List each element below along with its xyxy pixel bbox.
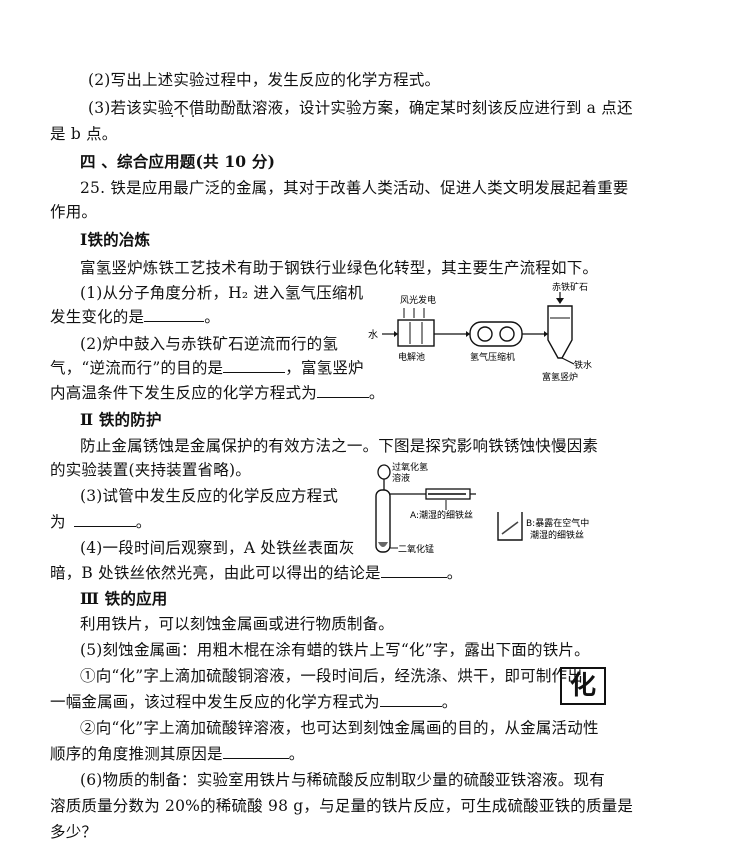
- rust-experiment-diagram: 过氧化氢 溶液 A:潮湿的细铁丝 二氧化锰 B:暴露在空气中 潮湿的细铁丝: [375, 461, 589, 555]
- label-hydrogen-peroxide: 过氧化氢: [392, 461, 428, 473]
- part2-intro-b: 的实验装置(夹持装置省略)。: [50, 461, 251, 479]
- emphasis-dots: ···: [170, 109, 202, 125]
- part3-q5-1-line-b: 一幅金属画，该过程中发生反应的化学方程式为。: [50, 692, 458, 711]
- answer-blank[interactable]: [316, 383, 369, 398]
- part3-q6-line-c: 多少？: [50, 823, 98, 841]
- part1-q2-line-b: 气，“逆流而行”的目的是，富氢竖炉: [50, 358, 364, 377]
- label-hematite-ore: 赤铁矿石: [552, 281, 588, 293]
- q2-line: (2)写出上述实验过程中，发生反应的化学方程式。: [88, 71, 441, 89]
- answer-blank[interactable]: [73, 512, 136, 527]
- label-manganese-dioxide: 二氧化锰: [398, 543, 434, 555]
- part2-q3-line-b: 为。: [50, 512, 152, 531]
- electrolyzer-box: [397, 319, 435, 347]
- label-b-line1: B:暴露在空气中: [526, 517, 589, 529]
- part2-intro-a: 防止金属锈蚀是金属保护的有效方法之一。下图是探究影响铁锈蚀快慢因素: [80, 437, 599, 455]
- part3-q5: (5)刻蚀金属画：用粗木棍在涂有蜡的铁片上写“化”字，露出下面的铁片。: [80, 641, 590, 659]
- label-water: 水: [368, 329, 378, 341]
- label-solution: 溶液: [392, 472, 410, 484]
- part2-q4-line-a: (4)一段时间后观察到，A 处铁丝表面灰: [80, 539, 355, 557]
- shaft-furnace-shape: [547, 305, 573, 359]
- part3-q5-2-line-b: 顺序的角度推测其原因是。: [50, 744, 305, 763]
- hua-character-box: 化: [560, 667, 606, 705]
- label-a-wet-wire: A:潮湿的细铁丝: [410, 509, 473, 521]
- q25-line-a: 25. 铁是应用最广泛的金属，其对于改善人类活动、促进人类文明发展起着重要: [80, 179, 629, 197]
- label-electrolyzer: 电解池: [398, 351, 425, 363]
- beaker-b: [497, 512, 523, 541]
- part-1-heading: Ⅰ铁的冶炼: [80, 230, 151, 249]
- answer-blank[interactable]: [144, 307, 205, 322]
- dropping-funnel: [377, 464, 391, 480]
- label-molten-iron: 铁水: [574, 359, 592, 371]
- part1-q1-line-a: (1)从分子角度分析，H₂ 进入氢气压缩机: [80, 284, 364, 302]
- hydrogen-furnace-diagram: 赤铁矿石 风光发电 水 电解池 氢气压缩机 铁水 富氢竖炉: [368, 281, 592, 383]
- label-wind-solar: 风光发电: [400, 294, 436, 306]
- q3-line-a: (3)若该实验不借助酚酞溶液，设计实验方案，确定某时刻该反应进行到 a 点还: [88, 99, 633, 117]
- part2-q4-line-b: 暗，B 处铁丝依然光亮，由此可以得出的结论是。: [50, 563, 463, 582]
- part-3-heading: Ⅲ 铁的应用: [80, 589, 168, 608]
- q3-line-b: 是 b 点。: [50, 125, 118, 143]
- label-compressor: 氢气压缩机: [470, 351, 515, 363]
- part3-intro: 利用铁片，可以刻蚀金属画或进行物质制备。: [80, 615, 395, 633]
- answer-blank[interactable]: [222, 744, 289, 759]
- test-tube: [375, 489, 391, 553]
- part2-q3-line-a: (3)试管中发生反应的化学反应方程式: [80, 487, 339, 505]
- answer-blank[interactable]: [379, 692, 442, 707]
- answer-blank[interactable]: [223, 358, 286, 373]
- section-4-heading: 四 、综合应用题(共 10 分): [80, 152, 276, 171]
- part3-q6-line-a: (6)物质的制备：实验室用铁片与稀硫酸反应制取少量的硫酸亚铁溶液。现有: [80, 771, 605, 789]
- part1-q1-line-b: 发生变化的是。: [50, 307, 220, 326]
- q25-line-b: 作用。: [50, 203, 98, 221]
- part1-intro: 富氢竖炉炼铁工艺技术有助于钢铁行业绿色化转型，其主要生产流程如下。: [80, 259, 599, 277]
- part3-q5-1-line-a: ①向“化”字上滴加硫酸铜溶液，一段时间后，经洗涤、烘干，即可制作出: [80, 667, 583, 685]
- part3-q5-2-line-a: ②向“化”字上滴加硫酸锌溶液，也可达到刻蚀金属画的目的，从金属活动性: [80, 719, 599, 737]
- label-b-line2: 潮湿的细铁丝: [530, 529, 584, 541]
- part1-q2-line-a: (2)炉中鼓入与赤铁矿石逆流而行的氢: [80, 335, 339, 353]
- answer-blank[interactable]: [380, 563, 447, 578]
- part1-q2-line-c: 内高温条件下发生反应的化学方程式为。: [50, 383, 385, 402]
- label-shaft-furnace: 富氢竖炉: [542, 371, 578, 383]
- part-2-heading: Ⅱ 铁的防护: [80, 410, 162, 429]
- part3-q6-line-b: 溶质质量分数为 20%的稀硫酸 98 g，与足量的铁片反应，可生成硫酸亚铁的质量…: [50, 797, 634, 815]
